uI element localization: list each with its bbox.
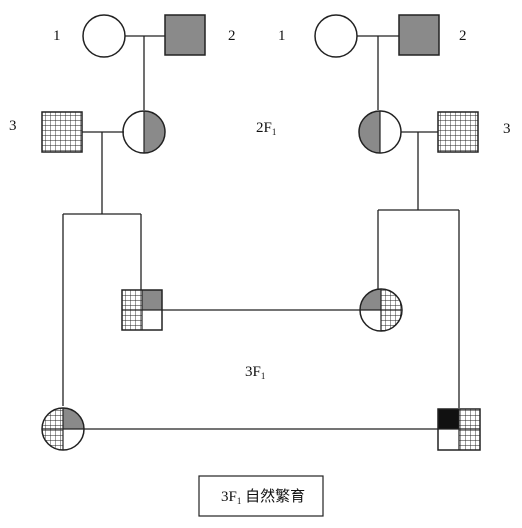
label-right-3: 3 (503, 121, 511, 137)
caption-text: 3F1 自然繁育 (221, 488, 305, 506)
female-symbol-half-shaded-left (122, 110, 166, 154)
generation-3-label: 3F1 (245, 364, 265, 381)
female-symbol-left-1 (82, 14, 126, 58)
female-symbol-quartered-upper (359, 288, 403, 332)
generation-2-label: 2F1 (256, 120, 276, 137)
female-symbol-right-1 (314, 14, 358, 58)
generation-2-label-main: 2F (256, 120, 272, 136)
male-symbol-shaded-left-2 (164, 14, 206, 56)
label-left-1: 1 (53, 28, 61, 44)
male-symbol-quartered-upper (121, 289, 163, 331)
generation-2-label-sub: 1 (272, 127, 277, 137)
label-right-1: 1 (278, 28, 286, 44)
male-symbol-grid-right-3 (437, 111, 479, 153)
female-symbol-quartered-lower (41, 407, 85, 451)
caption-rest: 自然繁育 (241, 488, 305, 505)
generation-3-label-sub: 1 (261, 371, 266, 381)
male-symbol-grid-left-3 (41, 111, 83, 153)
male-symbol-quartered-lower (437, 408, 481, 451)
label-left-2: 2 (228, 28, 236, 44)
caption-box (198, 475, 324, 517)
female-symbol-half-shaded-right (358, 110, 402, 154)
caption-main: 3F (221, 489, 237, 505)
caption-sub: 1 (237, 496, 242, 506)
pedigree-lines (62, 35, 460, 430)
generation-3-label-main: 3F (245, 364, 261, 380)
label-right-2: 2 (459, 28, 467, 44)
label-left-3: 3 (9, 118, 17, 134)
male-symbol-shaded-right-2 (398, 14, 440, 56)
